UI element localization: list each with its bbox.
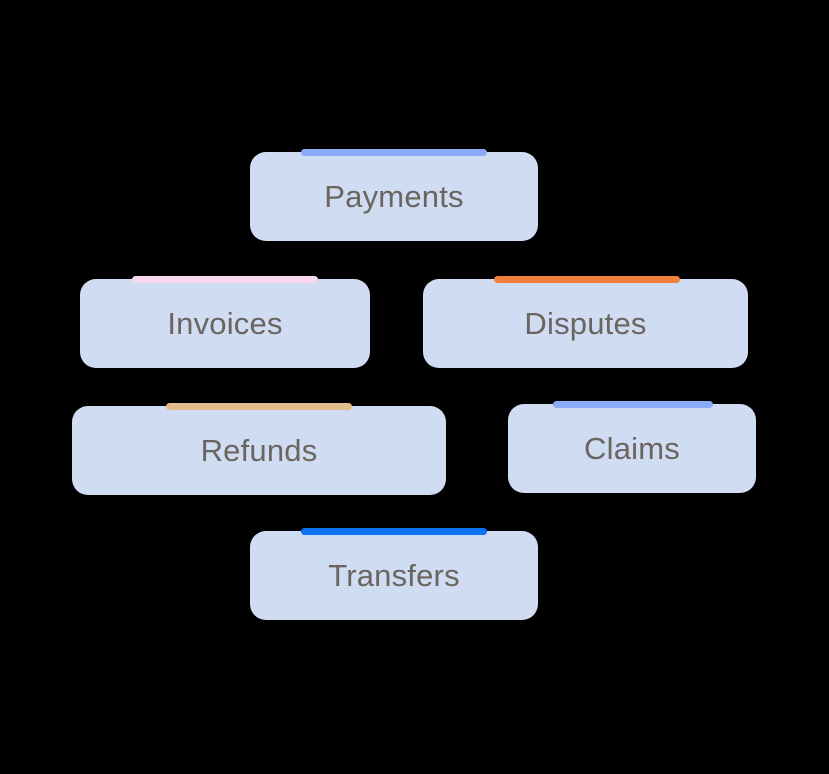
node-accent-bar-payments bbox=[301, 149, 487, 156]
node-accent-bar-disputes bbox=[494, 276, 680, 283]
node-label-payments: Payments bbox=[324, 179, 464, 214]
node-label-claims: Claims bbox=[584, 431, 680, 466]
node-accent-bar-invoices bbox=[132, 276, 318, 283]
node-label-refunds: Refunds bbox=[200, 433, 318, 468]
node-accent-bar-claims bbox=[553, 401, 713, 408]
node-refunds[interactable]: Refunds bbox=[72, 403, 446, 495]
node-transfers[interactable]: Transfers bbox=[250, 528, 538, 620]
node-invoices[interactable]: Invoices bbox=[80, 276, 370, 368]
node-label-invoices: Invoices bbox=[167, 306, 283, 341]
node-label-disputes: Disputes bbox=[524, 306, 647, 341]
node-accent-bar-refunds bbox=[166, 403, 352, 410]
node-payments[interactable]: Payments bbox=[250, 149, 538, 241]
node-claims[interactable]: Claims bbox=[508, 401, 756, 493]
node-disputes[interactable]: Disputes bbox=[423, 276, 748, 368]
node-label-transfers: Transfers bbox=[328, 558, 460, 593]
node-accent-bar-transfers bbox=[301, 528, 487, 535]
